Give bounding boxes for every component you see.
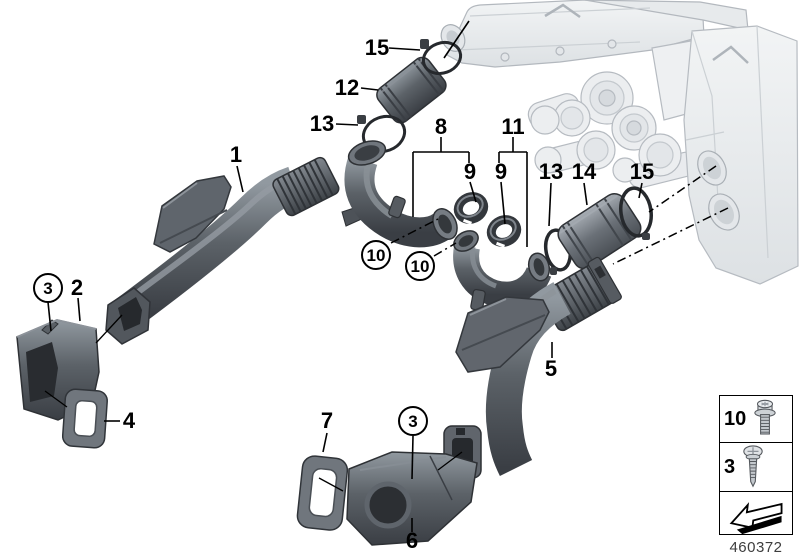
sleeve-9-second — [486, 215, 522, 248]
self-tapping-screw-icon — [743, 445, 763, 488]
sleeve-9-first — [453, 192, 489, 225]
valve-cover — [440, 0, 749, 68]
clamp-15-top — [420, 39, 463, 76]
callout-15-right[interactable]: 15 — [629, 159, 655, 184]
legend-row-screw-10: 10 — [720, 396, 792, 443]
legend-label-10: 10 — [724, 407, 747, 430]
installation-direction-arrow-icon — [729, 502, 783, 535]
callout-14[interactable]: 14 — [571, 159, 597, 184]
callout-13-right[interactable]: 13 — [538, 159, 564, 184]
callout-1[interactable]: 1 — [229, 142, 243, 167]
callout-4[interactable]: 4 — [122, 408, 136, 433]
callout-12[interactable]: 12 — [334, 75, 360, 100]
gasket-7 — [296, 455, 349, 531]
callout-10-circled-left[interactable]: 10 — [361, 240, 391, 270]
callout-5[interactable]: 5 — [544, 356, 558, 381]
callout-10-circled-right[interactable]: 10 — [405, 251, 435, 281]
diagram-part-number: 460372 — [729, 539, 783, 556]
callout-9-first[interactable]: 9 — [463, 159, 477, 184]
gasket-4 — [61, 388, 108, 449]
callout-15-top[interactable]: 15 — [364, 35, 390, 60]
callout-11[interactable]: 11 — [501, 114, 525, 139]
legend-label-3: 3 — [724, 455, 736, 478]
clamp-13-top — [357, 114, 407, 154]
callout-3-circled-bottom[interactable]: 3 — [398, 406, 428, 436]
snorkel-duct-5 — [443, 256, 622, 479]
callout-6[interactable]: 6 — [405, 528, 419, 553]
callout-7[interactable]: 7 — [320, 408, 334, 433]
legend-row-direction — [720, 492, 792, 538]
leader-lines — [44, 20, 729, 532]
callout-13-top[interactable]: 13 — [309, 111, 335, 136]
fastener-legend: 10 3 — [719, 395, 793, 535]
callout-3-circled-left[interactable]: 3 — [33, 273, 63, 303]
elbow-duct-8 — [341, 140, 458, 248]
air-filter-housing — [683, 25, 799, 285]
duct-1 — [105, 156, 340, 345]
legend-row-screw-3: 3 — [720, 443, 792, 492]
inlet-box-6 — [334, 451, 478, 546]
duct-12 — [376, 56, 447, 124]
torx-flange-screw-icon — [754, 399, 776, 435]
callout-2[interactable]: 2 — [70, 275, 84, 300]
callout-9-second[interactable]: 9 — [494, 159, 508, 184]
callout-8[interactable]: 8 — [434, 114, 448, 139]
